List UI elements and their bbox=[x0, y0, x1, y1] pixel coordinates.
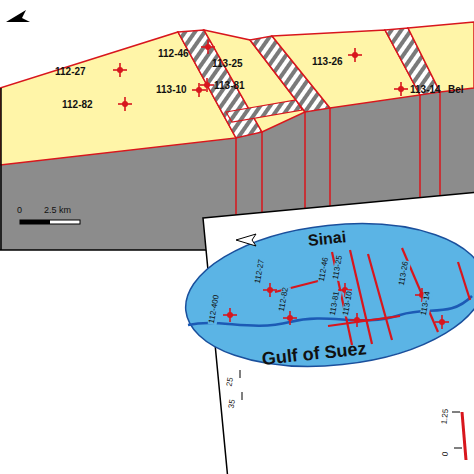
well-label: 112-27 bbox=[254, 258, 267, 285]
well-label: 113-25 bbox=[212, 58, 243, 69]
well-label: 113-10 bbox=[342, 290, 355, 317]
well-label: 112-46 bbox=[318, 256, 331, 283]
well-label: 113-81 bbox=[214, 80, 245, 91]
well-symbols bbox=[113, 40, 408, 111]
well-label: 113-14 bbox=[410, 84, 441, 95]
well-label: 112-46 bbox=[158, 48, 189, 59]
well-label: 112-27 bbox=[55, 66, 86, 77]
well-label: 113-14 bbox=[420, 290, 433, 317]
scale-bar bbox=[20, 220, 80, 224]
well-label: 113-10 bbox=[156, 84, 187, 95]
coordinate-label: 25 bbox=[226, 377, 236, 387]
inset-map bbox=[179, 192, 474, 474]
well-label: 113-26 bbox=[312, 56, 343, 67]
scale-label: 2.5 km bbox=[44, 206, 71, 216]
coordinate-label: 1.25 bbox=[441, 408, 451, 424]
coordinate-label: 35 bbox=[228, 399, 238, 409]
north-arrow bbox=[6, 10, 30, 22]
well-label: 112-82 bbox=[62, 99, 93, 110]
well-label: 112-82 bbox=[278, 286, 291, 313]
well-label: 112-400 bbox=[208, 293, 222, 325]
region-name: Gulf of Suez bbox=[261, 339, 367, 370]
coordinate-label: 0 bbox=[442, 452, 451, 457]
region-name: Sinai bbox=[307, 228, 347, 249]
scale-label: 0 bbox=[17, 206, 22, 216]
well-label: 113-81 bbox=[329, 290, 342, 317]
well-label: Bel bbox=[448, 84, 464, 95]
well-label: 113-26 bbox=[398, 260, 411, 287]
well-label: 113-25 bbox=[332, 254, 345, 281]
